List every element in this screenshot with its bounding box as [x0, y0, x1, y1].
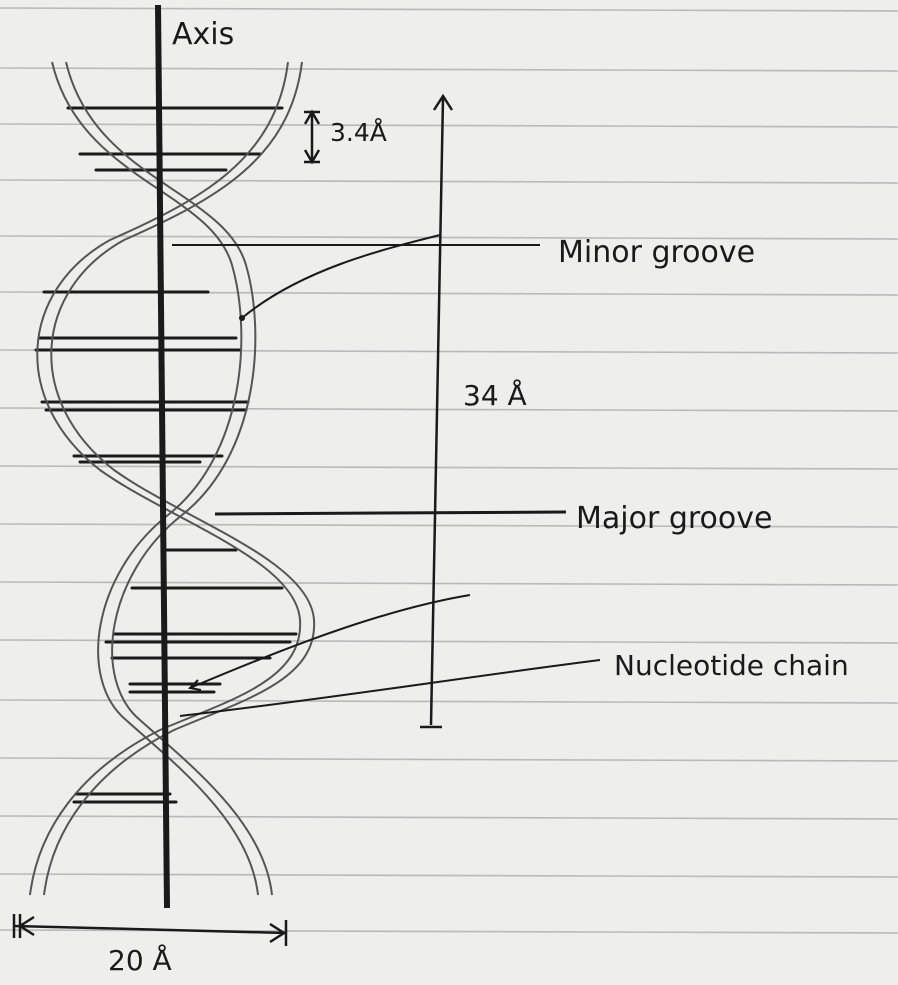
helix-pitch-label: 34 Å	[463, 378, 527, 412]
major-groove-pointer	[215, 512, 566, 514]
helix-diameter-label: 20 Å	[108, 943, 172, 977]
major-groove-label: Major groove	[576, 501, 772, 536]
minor-groove-dot	[239, 315, 245, 321]
base-pair-spacing-label: 3.4Å	[330, 118, 387, 147]
nucleotide-chain-label: Nucleotide chain	[614, 649, 849, 682]
axis-label: Axis	[172, 17, 234, 52]
minor-groove-label: Minor groove	[558, 235, 755, 270]
